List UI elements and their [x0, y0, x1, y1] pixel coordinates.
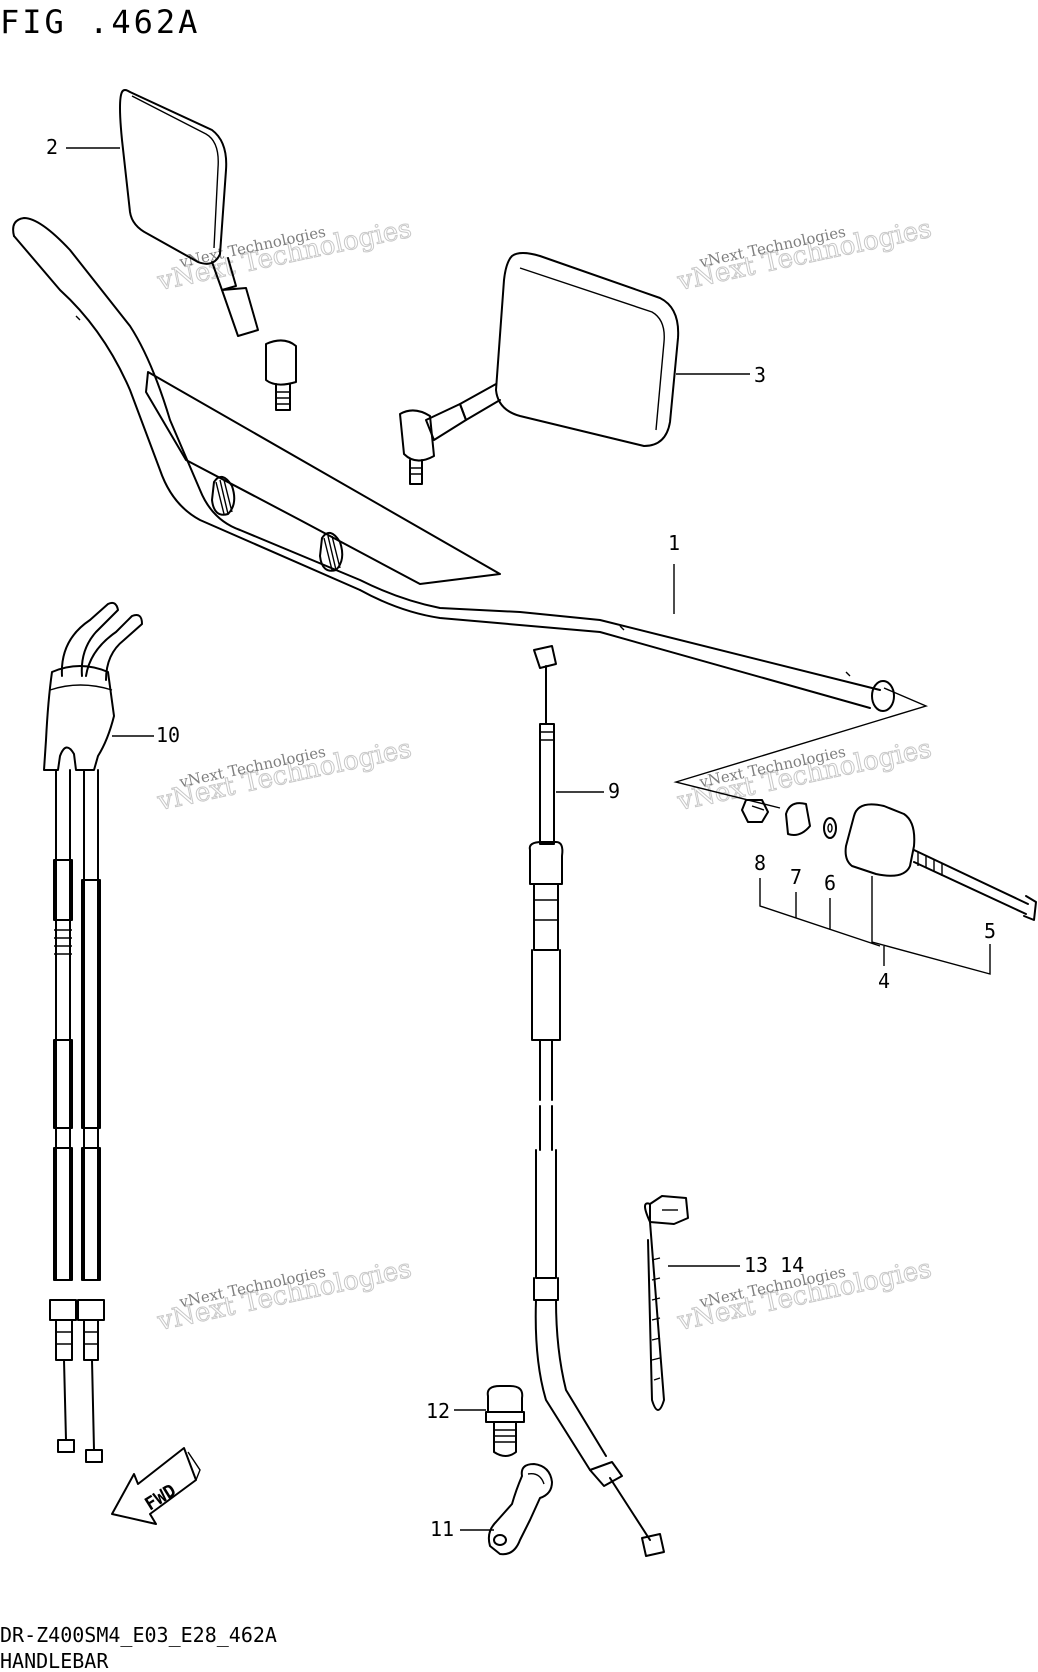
part-throttle-cables — [43, 601, 143, 1463]
fwd-label: FWD — [141, 1480, 180, 1515]
explode-guide — [673, 687, 929, 809]
part-cable-guide — [487, 1463, 553, 1556]
callout-11: 11 — [430, 1517, 454, 1541]
leader-bracket — [759, 876, 991, 975]
callout-13-14: 13 14 — [744, 1253, 804, 1277]
watermark: vNext Technologies vNext Technologies — [154, 733, 415, 817]
callout-12: 12 — [426, 1399, 450, 1423]
part-clutch-cable — [528, 645, 665, 1557]
part-cable-tie — [644, 1195, 689, 1411]
callout-7: 7 — [790, 865, 802, 889]
fwd-arrow-icon: FWD — [111, 1447, 201, 1525]
callout-8: 8 — [754, 851, 766, 875]
section-name: HANDLEBAR — [0, 1649, 109, 1672]
callout-2: 2 — [46, 135, 58, 159]
watermark: vNext Technologies vNext Technologies — [674, 213, 935, 297]
callout-6: 6 — [824, 871, 836, 895]
callout-1: 1 — [668, 531, 680, 555]
part-handlebar — [12, 217, 895, 712]
model-code: DR-Z400SM4_E03_E28_462A — [0, 1623, 277, 1647]
part-left-mirror — [119, 89, 297, 411]
callout-5: 5 — [984, 919, 996, 943]
callout-4: 4 — [878, 969, 890, 993]
callout-9: 9 — [608, 779, 620, 803]
callout-10: 10 — [156, 723, 180, 747]
watermark: vNext Technologies vNext Technologies — [154, 213, 415, 297]
part-bar-end-assembly — [741, 799, 1037, 921]
figure-title: FIG .462A — [0, 3, 200, 41]
watermark: vNext Technologies vNext Technologies — [154, 1253, 415, 1337]
callout-3: 3 — [754, 363, 766, 387]
part-right-mirror — [399, 252, 680, 485]
part-bolt — [485, 1385, 525, 1457]
